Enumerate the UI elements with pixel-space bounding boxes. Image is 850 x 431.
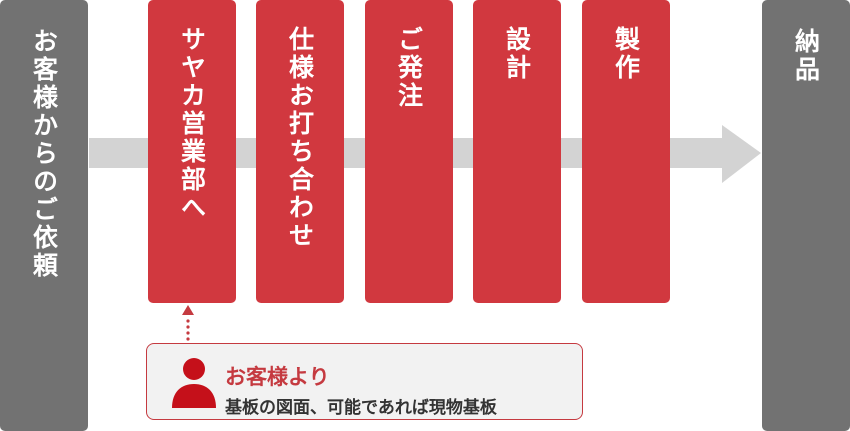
- person-icon: [172, 358, 216, 408]
- delivery-column: 納品: [762, 0, 850, 431]
- step-design: 設計: [473, 0, 561, 303]
- step-label: 製作: [611, 26, 641, 82]
- dotted-arrow: [182, 305, 194, 341]
- step-label: 仕様お打ち合わせ: [285, 26, 315, 250]
- delivery-label: 納品: [791, 28, 821, 84]
- request-column: お客様からのご依頼: [0, 0, 88, 431]
- note-body: 基板の図面、可能であれば現物基板: [225, 398, 497, 418]
- note-title: お客様より: [225, 365, 330, 389]
- step-order: ご発注: [365, 0, 453, 303]
- step-label: サヤカ営業部へ: [177, 26, 207, 222]
- step-production: 製作: [582, 0, 670, 303]
- request-label: お客様からのご依頼: [29, 28, 59, 280]
- customer-note: お客様より 基板の図面、可能であれば現物基板: [146, 343, 583, 420]
- step-sales: サヤカ営業部へ: [148, 0, 236, 303]
- step-label: ご発注: [394, 26, 424, 110]
- step-label: 設計: [502, 26, 532, 82]
- step-spec-meeting: 仕様お打ち合わせ: [256, 0, 344, 303]
